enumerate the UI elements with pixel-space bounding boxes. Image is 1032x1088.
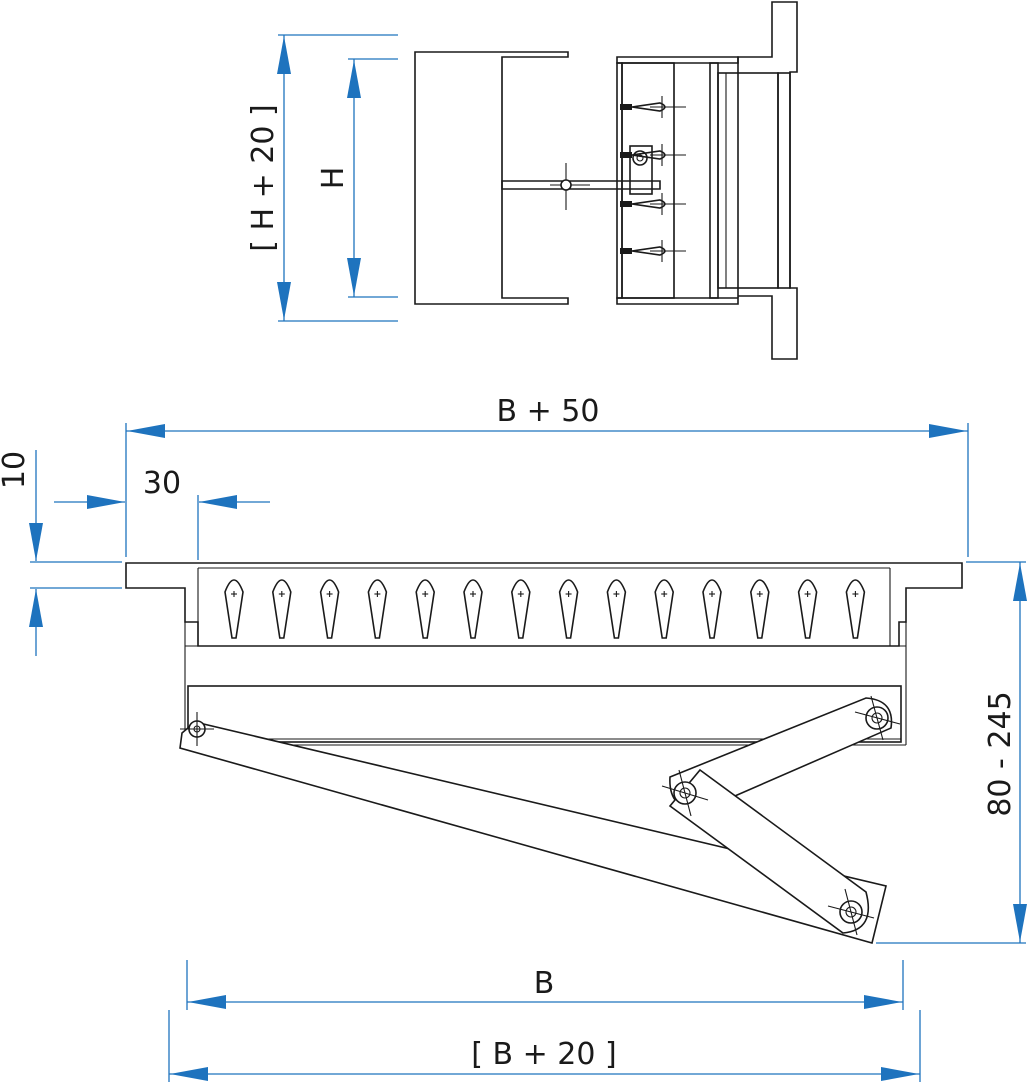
side-view bbox=[414, 1, 798, 360]
dim-b: B bbox=[186, 960, 904, 1010]
dim-b-plus-20: [ B + 20 ] bbox=[168, 1010, 921, 1082]
dim-10: 10 bbox=[0, 450, 122, 656]
louver-blade bbox=[845, 579, 866, 639]
pivot-middle bbox=[661, 769, 709, 817]
louver-blade bbox=[654, 579, 675, 639]
louver-blade bbox=[271, 579, 292, 639]
dim-b-plus-50: B + 50 bbox=[125, 394, 969, 557]
pivot-upper-right bbox=[854, 695, 901, 741]
louver-blade bbox=[510, 579, 531, 639]
louver-blade bbox=[797, 579, 818, 639]
louver-blade bbox=[463, 579, 483, 639]
side-blade-2 bbox=[620, 144, 686, 166]
label-h: H bbox=[316, 167, 351, 190]
label-10: 10 bbox=[0, 451, 32, 489]
louver-blade bbox=[319, 579, 340, 639]
label-30: 30 bbox=[143, 466, 181, 501]
label-h-plus-20: [ H + 20 ] bbox=[246, 104, 281, 251]
dim-30: 30 bbox=[54, 466, 270, 560]
dim-h: H bbox=[316, 58, 398, 298]
louver-blade bbox=[224, 579, 244, 639]
louver-blade bbox=[749, 579, 770, 639]
dim-80-245: 80 - 245 bbox=[876, 561, 1027, 944]
louver-blades bbox=[224, 579, 866, 639]
side-blade-4 bbox=[620, 240, 686, 262]
louver-blade bbox=[367, 579, 388, 639]
louver-blade bbox=[606, 579, 627, 639]
front-view bbox=[125, 562, 963, 944]
dim-h-plus-20: [ H + 20 ] bbox=[246, 34, 398, 322]
label-b-plus-50: B + 50 bbox=[497, 394, 600, 429]
pivot-lower-right bbox=[827, 888, 875, 936]
side-blade-1 bbox=[620, 96, 686, 118]
side-blade-3 bbox=[620, 193, 686, 215]
pivot-left bbox=[180, 712, 214, 746]
louver-blade bbox=[558, 579, 579, 639]
label-b: B bbox=[534, 966, 555, 1001]
label-80-245: 80 - 245 bbox=[983, 691, 1018, 816]
louver-blade bbox=[702, 579, 722, 639]
louver-blade bbox=[415, 579, 436, 639]
label-b-plus-20: [ B + 20 ] bbox=[471, 1037, 616, 1072]
